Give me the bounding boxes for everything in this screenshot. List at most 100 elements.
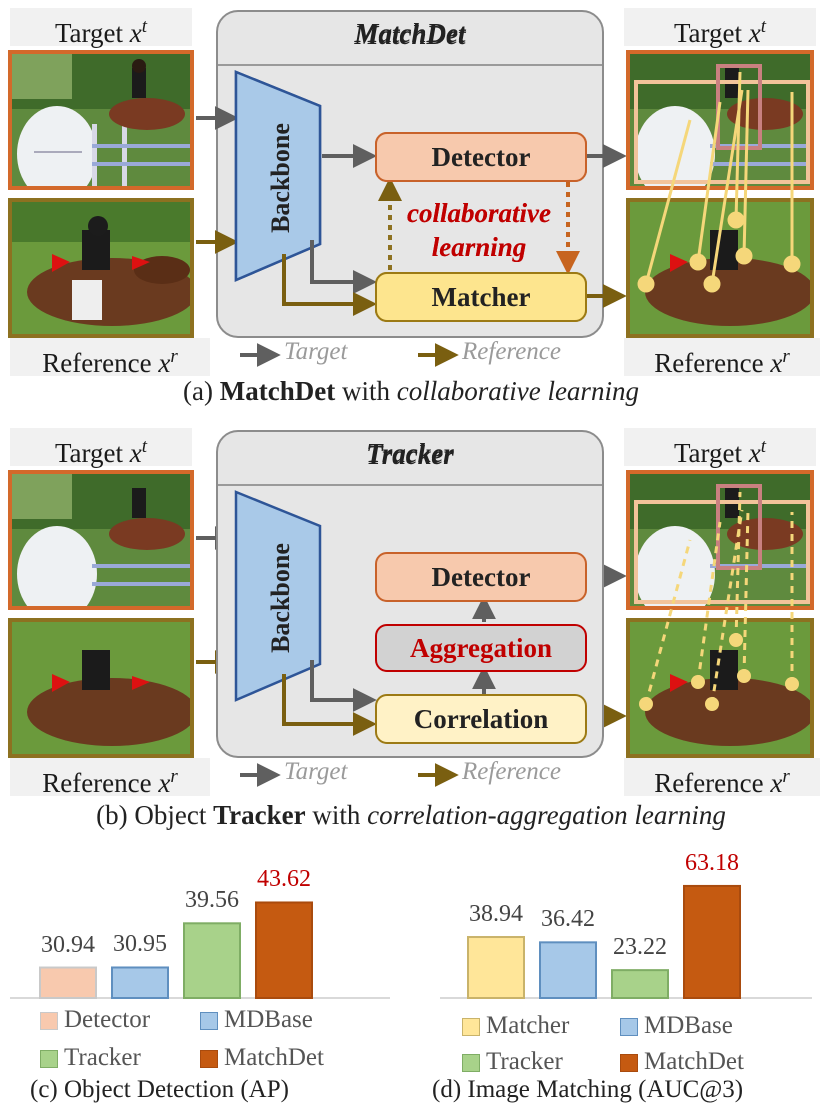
legend-swatch	[620, 1018, 638, 1036]
aggregation-box-b: Aggregation	[375, 624, 587, 672]
legend-label: Detector	[64, 1006, 151, 1033]
reference-label-b-right: Reference xr	[624, 758, 820, 798]
legend-swatch	[462, 1054, 480, 1072]
target-image-b-left	[8, 470, 194, 610]
caption-b-mid: with	[305, 800, 368, 830]
caption-a: (a) MatchDet with collaborative learning	[0, 376, 822, 407]
correlation-box-b: Correlation	[375, 694, 587, 744]
horse-jump-photo	[630, 54, 810, 186]
legend-swatch	[40, 1012, 58, 1030]
matchdet-title: MatchDet	[354, 20, 466, 50]
caption-b-bold: Tracker	[213, 800, 306, 830]
reference-image-b-right	[626, 618, 814, 758]
caption-b-prefix: (b) Object	[96, 800, 214, 830]
target-label-b-left: Target xt	[10, 428, 192, 468]
collab-text-line2: learning	[431, 232, 527, 262]
backbone-to-correlation-target-b	[310, 660, 377, 712]
reference-image-a-left	[8, 198, 194, 338]
reference-sup: r	[170, 766, 178, 787]
legend-label: Tracker	[486, 1048, 563, 1075]
legend-label: Tracker	[64, 1044, 141, 1071]
horse-ride-photo	[630, 622, 810, 754]
legend-label: MatchDet	[224, 1044, 324, 1071]
legend-target-text-b: Target	[284, 758, 348, 785]
reference-var: x	[770, 768, 783, 798]
collab-text-line2: learning	[431, 232, 527, 262]
target-var: x	[748, 18, 761, 48]
legend-swatch	[200, 1050, 218, 1068]
reference-label-a-right: Reference xr	[624, 338, 820, 378]
bar-tracker	[183, 922, 241, 999]
bar-matcher	[467, 936, 525, 999]
legend-swatch	[620, 1054, 638, 1072]
backbone-trapezoid-a	[234, 70, 322, 282]
reference-sup: r	[170, 346, 178, 367]
detector-box-a: Detector	[375, 132, 587, 182]
bar-value-label: 43.62	[257, 866, 311, 893]
bar-value-label: 30.94	[41, 931, 95, 958]
chart-caption: (d) Image Matching (AUC@3)	[432, 1076, 744, 1103]
bar-matchdet	[683, 884, 741, 999]
reference-var: x	[770, 348, 783, 378]
bar-mdbase	[111, 966, 169, 1000]
reference-word: Reference	[654, 768, 764, 798]
bar-value-label: 38.94	[469, 901, 523, 928]
legend-swatch	[200, 1012, 218, 1030]
caption-b-italic: correlation-aggregation learning	[367, 800, 726, 830]
legend-label: MatchDet	[644, 1048, 744, 1075]
target-word: Target	[54, 18, 124, 48]
legend-swatch	[462, 1018, 480, 1036]
target-sup: t	[760, 16, 767, 37]
backbone-trapezoid-b	[234, 490, 322, 702]
detector-box-b: Detector	[375, 552, 587, 602]
reference-label-b-left: Reference xr	[10, 758, 210, 798]
backbone-to-correlation-reference-b	[282, 674, 377, 736]
matchdet-title: MatchDet	[354, 18, 466, 48]
caption-b: (b) Object Tracker with correlation-aggr…	[0, 800, 822, 831]
target-sup: t	[141, 16, 148, 37]
reference-word: Reference	[42, 348, 152, 378]
collab-text-line1: collaborative	[407, 198, 551, 228]
reference-label-a-left: Reference xr	[10, 338, 210, 378]
target-word: Target	[673, 18, 743, 48]
backbone-to-matcher-reference-a	[282, 254, 377, 316]
target-var: x	[129, 18, 142, 48]
legend-label: MDBase	[224, 1006, 313, 1033]
caption-a-mid: with	[335, 376, 397, 406]
reference-sup: r	[782, 346, 790, 367]
matcher-box-a: Matcher	[375, 272, 587, 322]
reference-sup: r	[782, 766, 790, 787]
caption-a-prefix: (a)	[183, 376, 220, 406]
horse-ride-photo	[12, 202, 190, 334]
reference-image-b-left	[8, 618, 194, 758]
target-image-a-left	[8, 50, 194, 190]
legend-swatch	[40, 1050, 58, 1068]
target-var: x	[129, 438, 142, 468]
panel-divider	[218, 64, 602, 66]
bar-value-label: 30.95	[113, 931, 167, 958]
bar-value-label: 39.56	[185, 887, 239, 914]
legend-label: Matcher	[486, 1012, 570, 1039]
bar-value-label: 23.22	[613, 934, 667, 961]
caption-a-bold: MatchDet	[219, 376, 336, 406]
tracker-title: Tracker	[366, 440, 454, 470]
bar-tracker	[611, 969, 669, 999]
target-label-a-left: Target xt	[10, 8, 192, 48]
bar-mdbase	[539, 941, 597, 999]
reference-var: x	[158, 768, 171, 798]
tracker-title: Tracker	[366, 438, 454, 468]
backbone-to-matcher-target-a	[310, 240, 377, 294]
target-var: x	[748, 438, 761, 468]
horse-ride-photo	[12, 622, 190, 754]
target-sup: t	[760, 436, 767, 457]
reference-var: x	[158, 348, 171, 378]
reference-word: Reference	[42, 768, 152, 798]
chart-caption: (c) Object Detection (AP)	[30, 1076, 289, 1103]
legend-label: MDBase	[644, 1012, 733, 1039]
horse-jump-photo	[12, 474, 190, 606]
